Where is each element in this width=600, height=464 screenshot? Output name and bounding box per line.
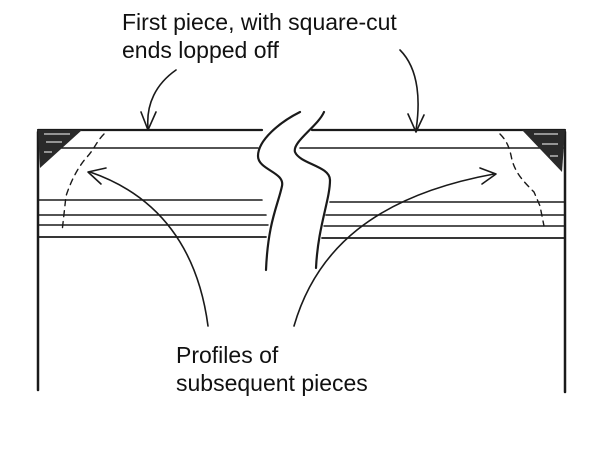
- bottom-right-leader-arrow: [293, 167, 497, 327]
- left-profile-dashed: [61, 133, 105, 233]
- profiles-callout-line1: Profiles of: [176, 342, 279, 368]
- top-right-leader-arrow: [399, 49, 425, 133]
- profiles-callout: Profiles of subsequent pieces: [176, 341, 368, 397]
- break-line-left: [256, 110, 302, 272]
- first-piece-callout: First piece, with square-cut ends lopped…: [122, 8, 397, 64]
- profiles-callout-line2: subsequent pieces: [176, 370, 368, 396]
- first-piece-callout-line2: ends lopped off: [122, 37, 279, 63]
- break-line-right: [293, 110, 332, 270]
- molding-board-right: [299, 128, 567, 239]
- right-lopped-corner: [522, 130, 565, 172]
- first-piece-callout-line1: First piece, with square-cut: [122, 9, 397, 35]
- top-left-leader-arrow: [140, 69, 177, 131]
- molding-board-left: [36, 128, 269, 238]
- left-lopped-corner: [38, 130, 82, 168]
- bottom-left-leader-arrow: [87, 167, 209, 327]
